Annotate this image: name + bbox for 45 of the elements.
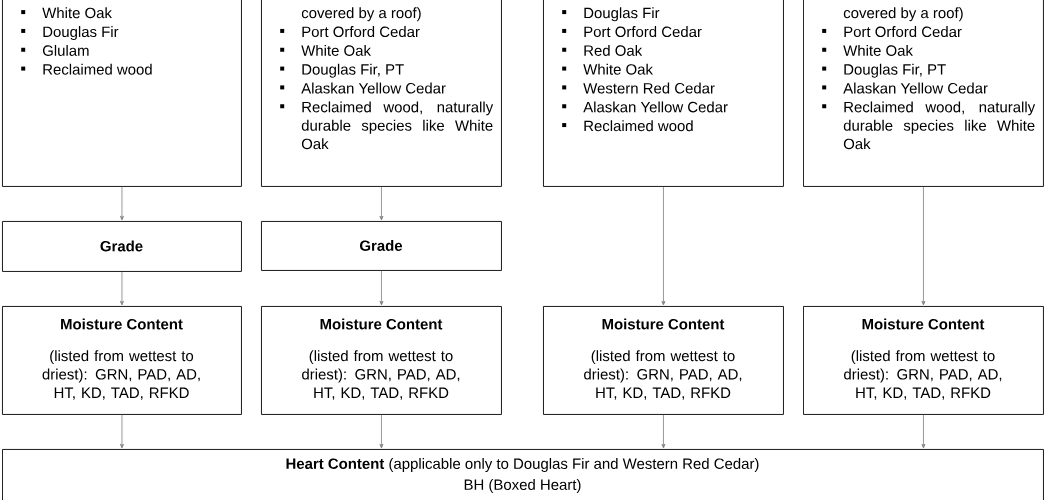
list-item: White Oak [822, 44, 913, 56]
box-text: (listed from wettest to driest): GRN, PAD, AD, HT, KD, TAD, RFKD [584, 350, 742, 400]
list-item: Port Orford Cedar [562, 26, 702, 38]
box-title: Moisture Content [61, 318, 183, 330]
box-text: (listed from wettest to driest): GRN, PAD, AD, HT, KD, TAD, RFKD [42, 350, 200, 400]
list-item: Douglas Fir, PT [280, 63, 404, 78]
list-item: Alaskan Yellow Cedar [562, 101, 728, 113]
box-text: (listed from wettest to driest): GRN, PAD, AD, HT, KD, TAD, RFKD [844, 350, 1002, 400]
arrow [119, 414, 124, 449]
list-item: White Oak [280, 44, 371, 56]
box-title: Moisture Content [862, 318, 985, 330]
list-item: Port Orford Cedar [822, 26, 962, 38]
arrow [661, 186, 666, 306]
list-item: Red Oak [562, 44, 643, 56]
list-item: Reclaimed wood [562, 120, 693, 132]
arrow [921, 414, 926, 449]
box-title: Moisture Content [602, 318, 725, 330]
list-item: Douglas Fir [562, 7, 660, 22]
list-item: Port Orford Cedar [280, 26, 420, 38]
list-item: White Oak [21, 7, 112, 19]
box-title: Grade [360, 240, 403, 251]
list-item: Western Red Cedar [562, 82, 715, 94]
list-item: Douglas Fir [21, 26, 119, 40]
arrow [119, 271, 124, 306]
arrow [921, 186, 926, 306]
arrow [379, 414, 384, 449]
list-item: Reclaimed wood [21, 63, 152, 75]
list-item: covered by a roof) [843, 7, 963, 22]
list-item: Douglas Fir, PT [822, 63, 946, 78]
box-title: Grade [100, 240, 143, 252]
box-text: Heart Content (applicable only to Douglas Fir and Western Red Cedar) [286, 458, 759, 472]
arrow [379, 186, 384, 221]
arrow [661, 414, 666, 449]
list-item: Alaskan Yellow Cedar [280, 82, 446, 94]
list-item: White Oak [562, 63, 653, 75]
list-item: Alaskan Yellow Cedar [822, 82, 988, 94]
list-item: Reclaimed wood, naturally durable species like White Oak [280, 101, 494, 150]
box-text: (listed from wettest to driest): GRN, PAD, AD, HT, KD, TAD, RFKD [302, 350, 460, 400]
list-item: Glulam [21, 44, 89, 56]
list-item: covered by a roof) [301, 7, 421, 22]
list-item: Reclaimed wood, naturally durable species like White Oak [822, 101, 1036, 150]
arrow [119, 186, 124, 221]
box-title: Moisture Content [320, 318, 443, 330]
box-text: BH (Boxed Heart) [464, 479, 581, 493]
arrow [379, 270, 384, 306]
